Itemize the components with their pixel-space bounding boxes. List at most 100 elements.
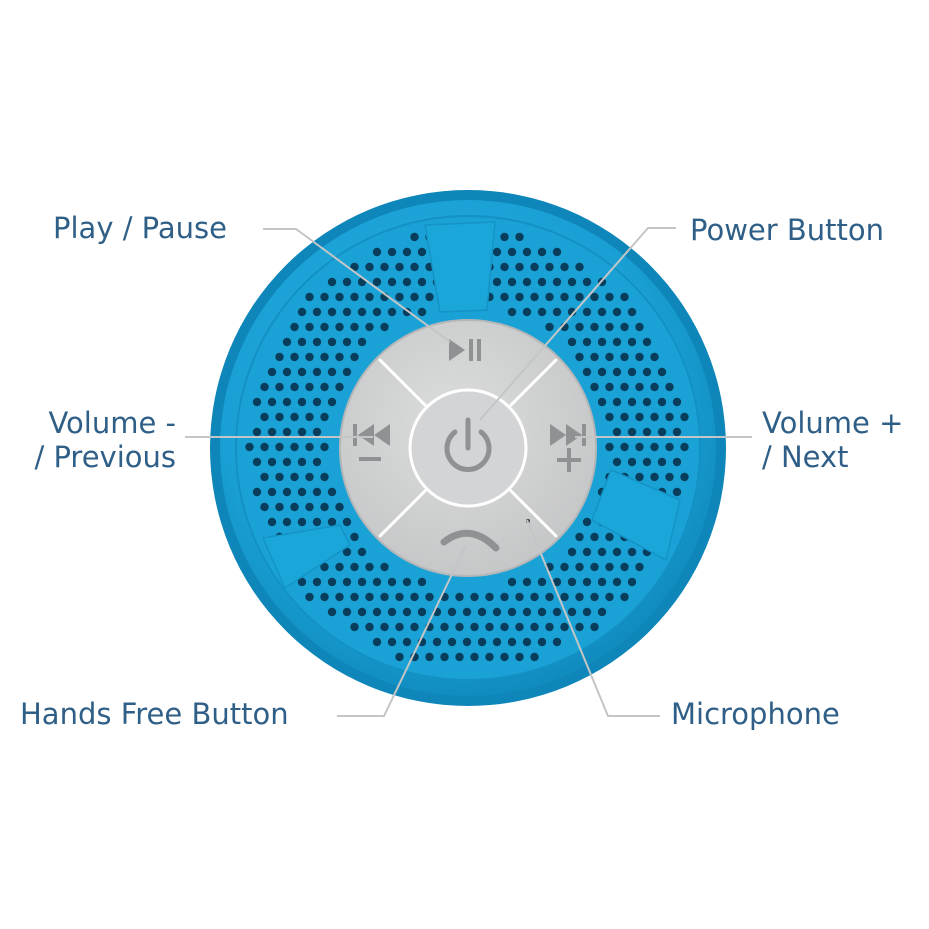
button-dividers [378,358,558,538]
grille-hole [507,637,517,647]
grille-hole [627,457,637,467]
grille-hole [275,502,284,512]
play-pause-icon [449,339,481,361]
grille-hole [575,562,584,572]
grille-hole [305,382,314,392]
hands-free-button[interactable] [440,529,500,552]
grille-hole [320,592,329,602]
grille-hole [620,322,629,332]
grille-hole [620,382,629,392]
grille-hole [282,337,292,347]
grille-hole [282,457,292,467]
grille-hole [327,517,337,527]
grille-hole [560,292,569,302]
grille-hole [635,322,644,332]
grille-hole [492,607,502,617]
grille-hole [605,532,614,542]
grille-hole [665,382,674,392]
grille-hole [282,367,292,377]
grille-hole [620,442,629,452]
grille-hole [350,562,359,572]
grille-hole [552,247,562,257]
grille-hole [627,547,637,557]
grille-hole [342,517,352,527]
grille-hole [477,607,487,617]
grille-hole [507,247,517,257]
grille-hole [357,307,367,317]
volume-plus-next-button[interactable] [550,424,586,472]
grille-hole [567,607,577,617]
grille-hole [297,487,307,497]
grille-hole [440,622,449,632]
grille-hole [342,547,352,557]
leader-lines [185,227,752,717]
grille-hole [522,607,532,617]
grille-hole [597,577,607,587]
grille-hole [417,277,427,287]
grille-hole [627,397,637,407]
grille-hole [635,382,644,392]
grille-hole [635,562,644,572]
grille-hole [267,517,277,527]
grille-hole [582,307,592,317]
grille-hole [500,622,509,632]
grille-hole [582,607,592,617]
grille-hole [387,637,397,647]
grille-hole [252,487,262,497]
grille-hole [327,607,337,617]
grille-hole [290,382,299,392]
grille-hole [305,592,314,602]
grille-hole [410,622,419,632]
grille-hole [447,637,457,647]
grille-hole [282,487,292,497]
grille-hole [530,652,539,662]
grille-hole [575,592,584,602]
grille-hole [612,307,622,317]
grille-hole [627,577,637,587]
grille-hole [590,292,599,302]
grille-hole [545,322,554,332]
grille-hole [605,412,614,422]
grille-hole [267,427,277,437]
grille-hole [327,367,337,377]
grille-hole [365,322,374,332]
grille-hole [312,577,322,587]
phone-handset-icon [440,529,500,552]
grille-hole [275,412,284,422]
play-pause-button[interactable] [449,339,481,361]
grille-hole [650,352,659,362]
grille-hole [305,442,314,452]
grille-hole [537,307,547,317]
grille-hole [260,502,269,512]
grille-hole [372,607,382,617]
grille-hole [312,397,322,407]
grille-hole [335,292,344,302]
grille-hole [290,322,299,332]
grille-hole [350,262,359,272]
grille-hole [507,607,517,617]
grille-hole [387,607,397,617]
grille-hole [410,232,419,242]
grille-hole [342,367,352,377]
grille-hole [402,607,412,617]
grille-hole [672,427,682,437]
label-volume-minus-line2: / Previous [34,440,176,474]
grille-hole [320,412,329,422]
volume-minus-previous-button[interactable] [353,424,390,461]
grille-hole [575,262,584,272]
grille-hole [470,622,479,632]
leader-hands-free [337,544,467,717]
grille-hole [342,607,352,617]
grille-hole [402,637,412,647]
grille-hole [680,412,689,422]
grille-ribs [261,221,681,590]
grille-hole [462,637,472,647]
grille-hole [515,292,524,302]
grille-hole [395,622,404,632]
grille-hole [252,427,262,437]
grille-hole [290,412,299,422]
grille-hole [597,367,607,377]
grille-hole [552,577,562,587]
grille-hole [297,427,307,437]
grille-hole [267,487,277,497]
